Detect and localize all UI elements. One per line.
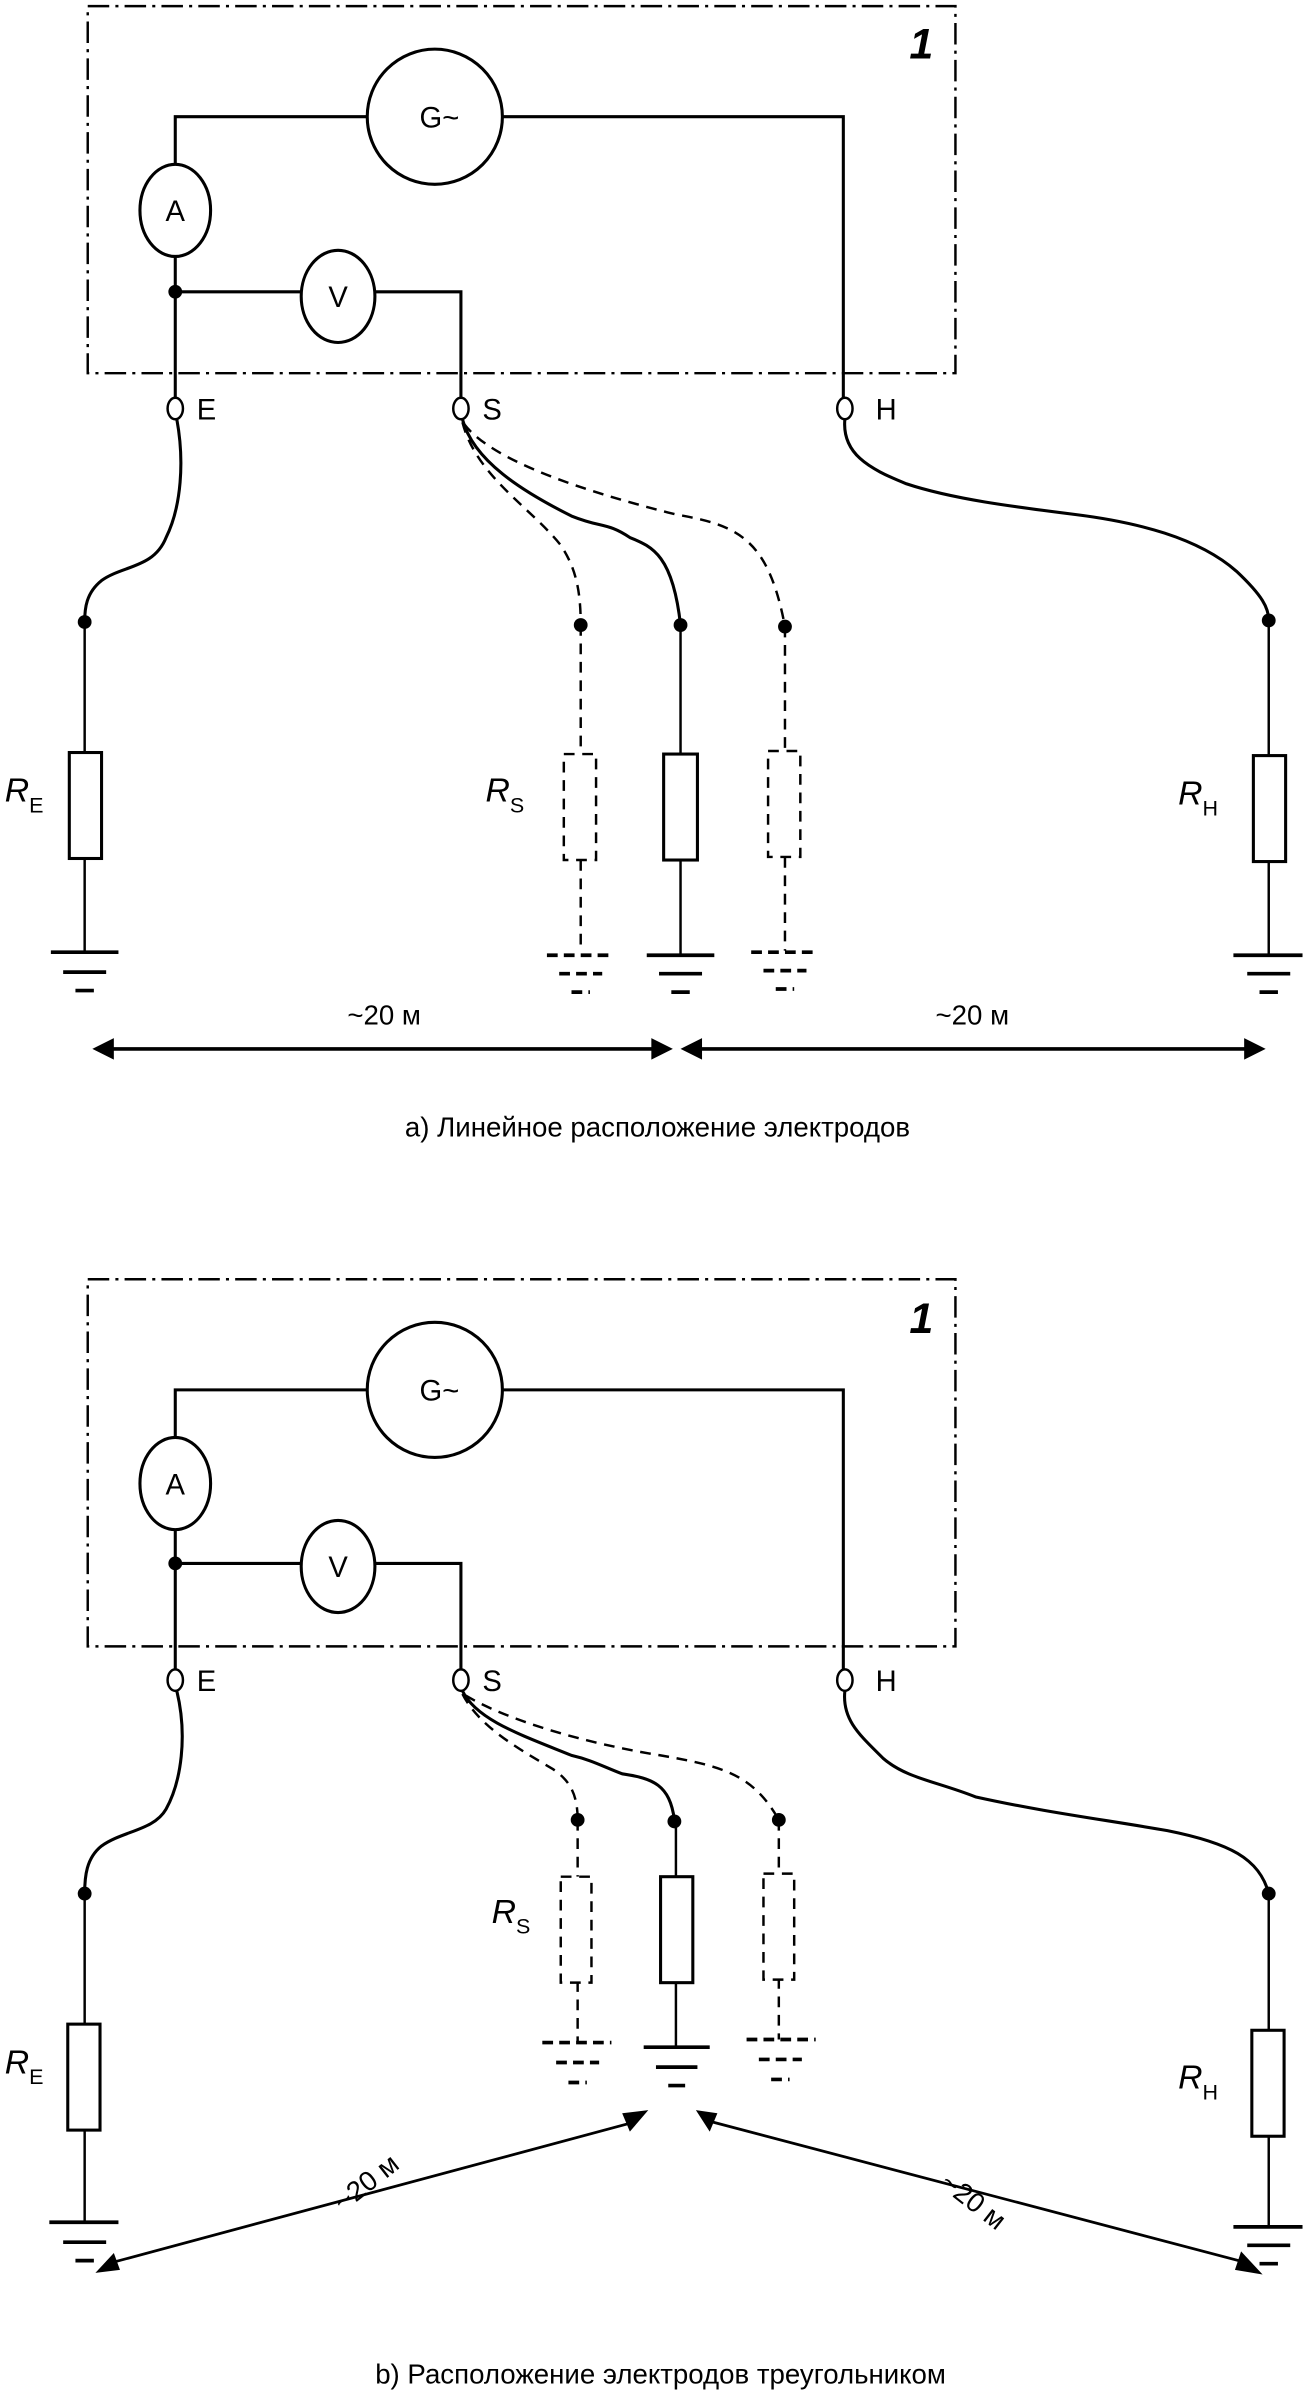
resistor-rh: [1251, 754, 1288, 864]
lead-s-alt-left: [461, 422, 582, 626]
ground-rs-alt-left: [542, 2040, 612, 2085]
lead-s-main: [461, 1690, 676, 1821]
ground-re: [50, 950, 119, 993]
wire-voltmeter-s: [374, 1561, 463, 1671]
terminal-h-label: H: [876, 394, 897, 426]
ammeter-label: A: [166, 1469, 186, 1501]
voltmeter-label: V: [328, 1552, 348, 1584]
ground-rs-alt-right: [746, 2037, 816, 2082]
lead-h: [843, 419, 1271, 621]
resistor-re: [67, 750, 104, 861]
lead-s-alt-right: [464, 1694, 780, 1821]
generator-symbol: [365, 47, 504, 186]
resistor-re-label: RE: [5, 772, 44, 818]
resistor-rh-label: RH: [1178, 775, 1218, 821]
terminal-s-label: S: [482, 1666, 501, 1698]
dimension-label-e-s: ~20 м: [327, 2148, 404, 2218]
resistor-rs-alt-left: [562, 752, 598, 862]
dimension-arrow-e-s: [95, 2110, 649, 2273]
ammeter-label: A: [166, 196, 186, 228]
terminal-s: [452, 1668, 470, 1693]
ammeter-symbol: [138, 1435, 213, 1532]
instrument-frame: [86, 1278, 957, 1648]
caption-a: a) Линейное расположение электродов: [405, 1111, 910, 1142]
dimension-label-s-h: ~20 м: [935, 2166, 1012, 2236]
terminal-h: [835, 1668, 854, 1693]
resistor-rs-alt-right: [766, 749, 802, 859]
dimension-arrow-s-h: [695, 2110, 1263, 2275]
resistor-rs-label: RS: [492, 1893, 531, 1939]
voltmeter-symbol: [299, 248, 377, 345]
resistor-rs-alt-left: [559, 1875, 593, 1984]
dimension-label-s-h: ~20 м: [936, 999, 1010, 1030]
dimension-arrow-s-h: [680, 1038, 1266, 1060]
terminal-h: [835, 396, 854, 421]
wire-ammeter-generator: [173, 1388, 368, 1438]
caption-b: b) Расположение электродов треугольником: [375, 2358, 946, 2389]
generator-label: G~: [420, 102, 460, 134]
lead-s-alt-right: [463, 423, 787, 627]
terminal-e: [166, 1668, 185, 1693]
lead-s-main: [460, 418, 683, 626]
electrode-s-dot: [667, 1814, 682, 1829]
wire-ammeter-generator: [173, 115, 368, 165]
wire-generator-h: [502, 115, 845, 398]
dimension-arrow-e-s: [92, 1038, 673, 1060]
dimension-label-e-s: ~20 м: [347, 999, 421, 1030]
lead-h: [843, 1690, 1271, 1894]
resistor-rs: [662, 752, 699, 862]
voltmeter-symbol: [299, 1518, 377, 1615]
terminal-e: [166, 396, 185, 421]
generator-label: G~: [420, 1376, 460, 1408]
ground-re: [49, 2220, 119, 2263]
junction-dot: [168, 1556, 183, 1571]
instrument-number-label: 1: [909, 1295, 933, 1343]
diagram-b: 1 G~ A V E S H RE: [5, 1278, 1303, 2389]
resistor-rh-label: RH: [1178, 2059, 1218, 2105]
terminal-e-label: E: [197, 1666, 216, 1698]
lead-e: [83, 418, 183, 622]
resistor-re-label: RE: [5, 2043, 44, 2089]
diagram-a: 1 G~ A V E S H RE: [5, 4, 1303, 1142]
resistor-rs: [659, 1875, 695, 1985]
terminal-s: [452, 396, 470, 421]
ammeter-symbol: [138, 162, 213, 259]
instrument-frame: [86, 4, 957, 375]
instrument-number-label: 1: [909, 20, 933, 68]
wire-generator-h: [502, 1388, 845, 1671]
terminal-s-label: S: [482, 394, 501, 426]
resistor-rh: [1250, 2028, 1286, 2138]
resistor-rs-label: RS: [485, 772, 524, 818]
terminal-h-label: H: [876, 1666, 897, 1698]
lead-e: [83, 1690, 184, 1894]
junction-dot: [168, 284, 183, 299]
lead-s-alt-left: [461, 1693, 579, 1820]
ground-rh: [1233, 2225, 1303, 2266]
generator-symbol: [365, 1320, 504, 1459]
ground-rs: [643, 2045, 710, 2088]
ground-rs-alt-left: [546, 953, 615, 994]
terminal-e-label: E: [197, 394, 216, 426]
resistor-re: [66, 2022, 102, 2132]
ground-rs-alt-right: [751, 950, 819, 991]
ground-rs: [646, 953, 715, 994]
voltmeter-label: V: [328, 282, 348, 314]
ground-rh: [1233, 953, 1303, 994]
wire-voltmeter-s: [374, 290, 463, 398]
resistor-rs-alt-right: [762, 1872, 796, 1981]
